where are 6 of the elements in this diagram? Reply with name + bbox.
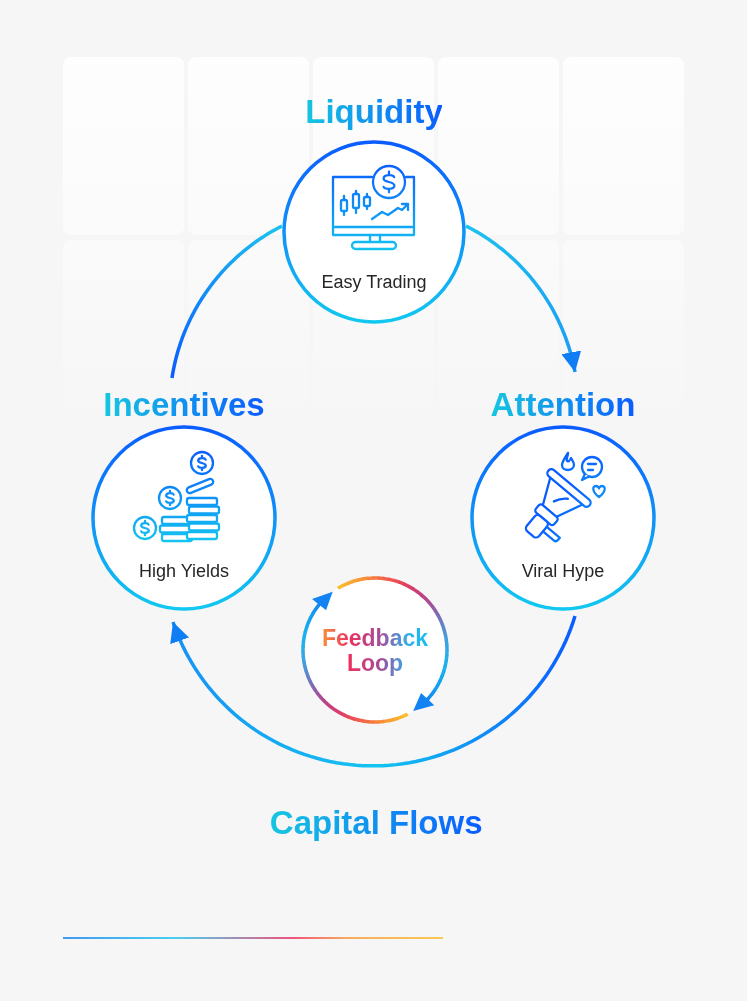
- curved-arrow: [465, 224, 582, 373]
- stage-caption: Viral Hype: [521, 560, 605, 582]
- stage-caption: Easy Trading: [321, 271, 427, 293]
- curved-arrow: [170, 615, 577, 768]
- curved-line: [170, 224, 283, 379]
- stage-caption: High Yields: [138, 560, 230, 582]
